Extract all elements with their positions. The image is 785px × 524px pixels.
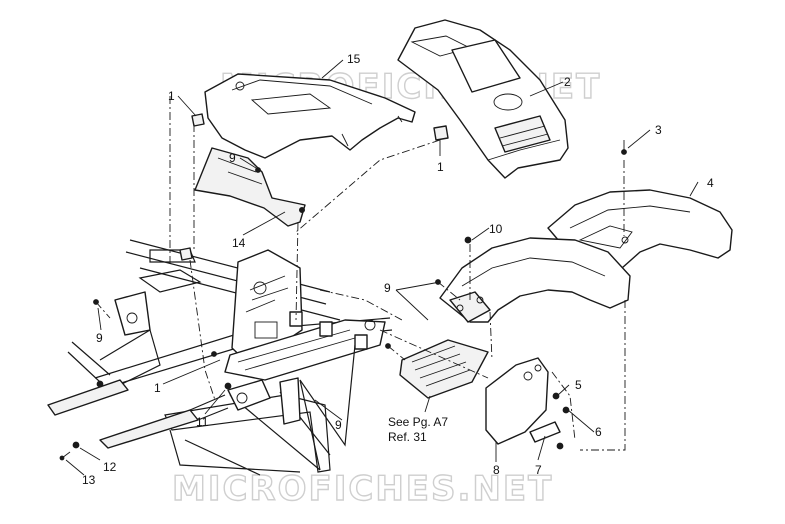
callout-15: 15 xyxy=(347,52,361,66)
callout-13: 13 xyxy=(82,473,96,487)
callout-9-left: 9 xyxy=(96,331,103,345)
part-15-panel xyxy=(204,73,416,159)
front-fender xyxy=(439,237,631,323)
callout-11: 11 xyxy=(196,415,209,429)
frame xyxy=(47,239,393,476)
callout-2: 2 xyxy=(564,75,571,89)
callout-9-upper: 9 xyxy=(229,151,236,165)
callout-1-top-left: 1 xyxy=(168,89,175,103)
callout-4: 4 xyxy=(707,176,714,190)
part-7-bracket xyxy=(529,421,561,443)
callout-6: 6 xyxy=(595,425,602,439)
callout-9-right: 9 xyxy=(384,281,391,295)
note-line-1: See Pg. A7 xyxy=(388,415,448,429)
callout-14: 14 xyxy=(232,236,246,250)
reference-note: See Pg. A7 Ref. 31 xyxy=(388,415,448,444)
alignment-lines xyxy=(95,96,626,451)
leader-lines xyxy=(65,59,699,476)
hardware xyxy=(59,113,627,461)
callout-1-lower: 1 xyxy=(154,381,161,395)
watermark-bottom: MICROFICHES.NET xyxy=(172,469,553,509)
part-8-flap xyxy=(485,357,549,445)
callout-7: 7 xyxy=(535,463,542,477)
part-2-hood xyxy=(397,19,569,179)
footplate xyxy=(399,339,489,399)
callout-1-center: 1 xyxy=(437,160,444,174)
note-line-2: Ref. 31 xyxy=(388,430,427,444)
part-14-bracket xyxy=(194,147,306,227)
callout-numbers: 15 2 1 1 9 14 3 4 10 9 9 1 11 9 5 6 7 8 … xyxy=(82,52,714,487)
callout-8: 8 xyxy=(493,463,500,477)
callout-3: 3 xyxy=(655,123,662,137)
callout-5: 5 xyxy=(575,378,582,392)
callout-12: 12 xyxy=(103,460,117,474)
callout-10: 10 xyxy=(489,222,503,236)
callout-9-lower: 9 xyxy=(335,418,342,432)
